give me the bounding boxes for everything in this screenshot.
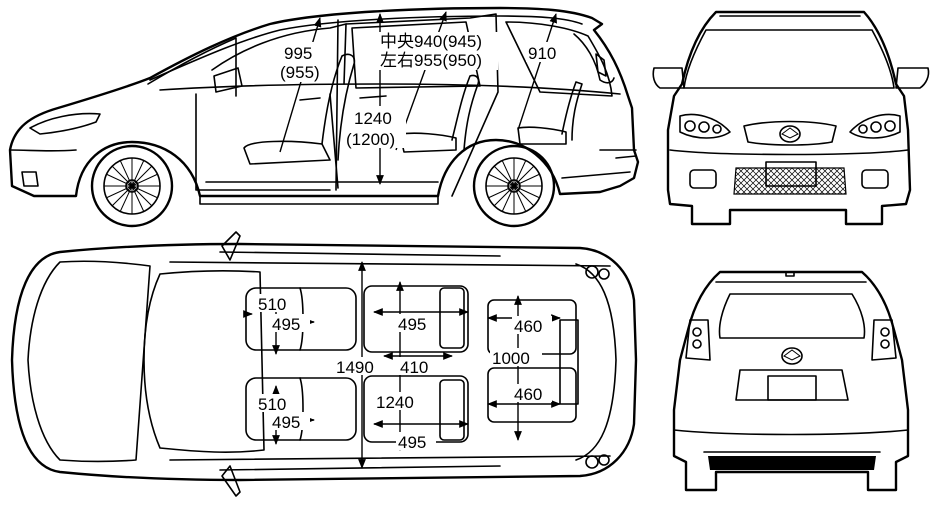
- middle-right-seat-label: 495: [398, 433, 426, 452]
- front-wheel: [90, 144, 174, 228]
- front-left-seat-label: 495: [272, 315, 300, 334]
- side-view: 995 (955) 中央940(945) 左右955(950) 910 1240…: [8, 6, 640, 228]
- front-left-width-label: 510: [258, 295, 286, 314]
- front-right-seat-label: 495: [272, 413, 300, 432]
- rear-wheel: [472, 144, 556, 228]
- front-right-width-label: 510: [258, 395, 286, 414]
- interior-height-label: 1240: [354, 109, 392, 128]
- third-right-seat-label: 460: [514, 385, 542, 404]
- top-view: 510 495 510 495 495 1490 410 1240 495 46…: [10, 231, 638, 497]
- middle-gap-label: 410: [400, 358, 428, 377]
- front-headroom-alt-label: (955): [280, 63, 320, 82]
- third-row-width-label: 1000: [492, 349, 530, 368]
- rear-view: [672, 270, 910, 492]
- middle-headroom-sides-label: 左右955(950): [380, 51, 482, 70]
- front-view: [652, 10, 930, 226]
- rear-headroom-label: 910: [528, 44, 556, 63]
- middle-headroom-center-label: 中央940(945): [380, 32, 482, 51]
- third-left-seat-label: 460: [514, 317, 542, 336]
- middle-right-width-label: 1240: [376, 393, 414, 412]
- interior-height-alt-label: (1200): [346, 130, 395, 149]
- front-headroom-label: 995: [284, 44, 312, 63]
- middle-left-seat-label: 495: [398, 315, 426, 334]
- cabin-width-label: 1490: [336, 358, 374, 377]
